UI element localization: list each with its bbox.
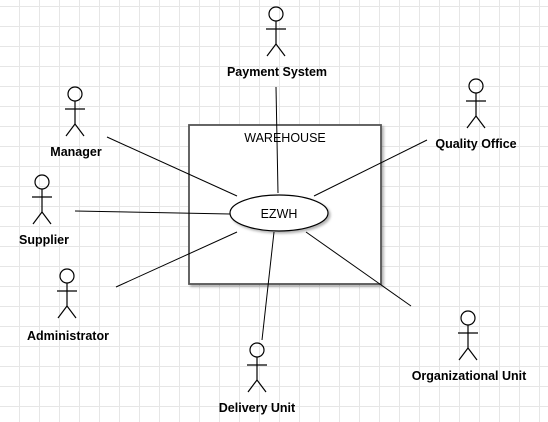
association-organizational-unit[interactable] — [305, 231, 412, 307]
usecase-ezwh[interactable] — [229, 194, 329, 232]
actor-label-payment-system: Payment System — [227, 65, 327, 79]
actor-label-manager: Manager — [50, 145, 102, 159]
association-manager[interactable] — [106, 136, 238, 197]
association-administrator[interactable] — [115, 231, 238, 288]
actor-payment-system[interactable] — [266, 6, 286, 57]
actor-manager[interactable] — [65, 86, 85, 137]
actor-label-supplier: Supplier — [19, 233, 69, 247]
actor-delivery-unit[interactable] — [247, 342, 267, 393]
association-payment-system[interactable] — [275, 86, 279, 194]
actor-label-administrator: Administrator — [27, 329, 109, 343]
association-supplier[interactable] — [74, 210, 231, 215]
usecase-ezwh-label: EZWH — [261, 207, 298, 221]
actor-administrator[interactable] — [57, 268, 77, 319]
association-delivery-unit[interactable] — [261, 231, 275, 341]
actor-label-delivery-unit: Delivery Unit — [219, 401, 296, 415]
actor-organizational-unit[interactable] — [458, 310, 478, 361]
system-boundary-label: WAREHOUSE — [244, 131, 326, 145]
actor-quality-office[interactable] — [466, 78, 486, 129]
actor-supplier[interactable] — [32, 174, 52, 225]
actor-head — [468, 78, 484, 94]
actor-head — [268, 6, 284, 22]
associations — [74, 86, 428, 341]
actor-head — [249, 342, 265, 358]
actor-head — [59, 268, 75, 284]
actor-label-organizational-unit: Organizational Unit — [412, 369, 527, 383]
actor-label-quality-office: Quality Office — [435, 137, 516, 151]
actor-head — [67, 86, 83, 102]
actor-head — [460, 310, 476, 326]
actor-head — [34, 174, 50, 190]
association-quality-office[interactable] — [313, 139, 428, 197]
